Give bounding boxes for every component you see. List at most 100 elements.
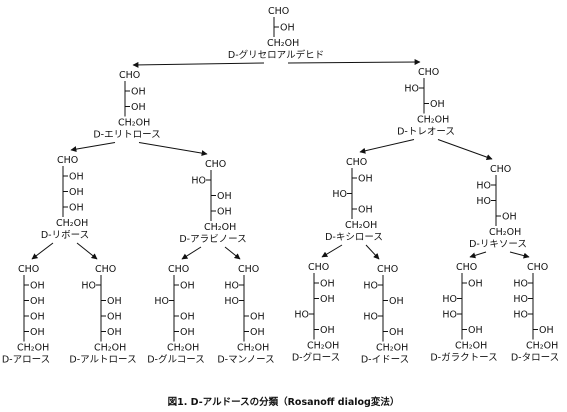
hydroxyl-group: HO bbox=[363, 312, 378, 323]
hydroxyl-group: OH bbox=[358, 205, 373, 216]
sugar-name: D-キシロース bbox=[325, 232, 383, 243]
hydroxyl-group: OH bbox=[280, 23, 295, 34]
hydroxyl-group: OH bbox=[430, 99, 445, 110]
hydroxyl-group: HO bbox=[513, 279, 528, 290]
aldehyde-group: CHO bbox=[57, 155, 78, 166]
aldehyde-group: CHO bbox=[377, 264, 398, 275]
derivation-arrow bbox=[509, 251, 530, 259]
hydroxyl-group: HO bbox=[294, 310, 309, 321]
hydroxyl-group: HO bbox=[332, 189, 347, 200]
aldehyde-group: CHO bbox=[346, 157, 367, 168]
derivation-arrow bbox=[469, 251, 487, 259]
sugar-name: D-ガラクトース bbox=[430, 353, 497, 364]
hydroxymethyl-group: CH₂OH bbox=[94, 343, 126, 354]
hydroxyl-group: OH bbox=[389, 296, 404, 307]
hydroxyl-group: OH bbox=[131, 102, 146, 113]
derivation-arrow bbox=[76, 242, 98, 260]
hydroxyl-group: OH bbox=[320, 325, 335, 336]
sugar-name: D-イドース bbox=[361, 355, 409, 366]
hydroxymethyl-group: CH₂OH bbox=[489, 227, 521, 238]
hydroxyl-group: OH bbox=[217, 207, 232, 218]
hydroxymethyl-group: CH₂OH bbox=[417, 115, 449, 126]
derivation-arrow bbox=[365, 244, 380, 260]
hydroxyl-group: HO bbox=[191, 176, 206, 187]
hydroxyl-group: HO bbox=[513, 310, 528, 321]
hydroxymethyl-group: CH₂OH bbox=[307, 341, 339, 352]
hydroxymethyl-group: CH₂OH bbox=[56, 218, 88, 229]
aldehyde-group: CHO bbox=[268, 6, 289, 17]
hydroxymethyl-group: CH₂OH bbox=[167, 343, 199, 354]
sugar-name: D-グリセロアルデヒド bbox=[228, 49, 324, 61]
hydroxyl-group: OH bbox=[30, 296, 45, 307]
aldehyde-group: CHO bbox=[119, 70, 140, 81]
aldehyde-group: CHO bbox=[168, 264, 189, 275]
derivation-arrow bbox=[287, 59, 421, 66]
hydroxyl-group: OH bbox=[107, 312, 122, 323]
hydroxyl-group: OH bbox=[502, 212, 517, 223]
hydroxyl-group: OH bbox=[107, 296, 122, 307]
hydroxyl-group: OH bbox=[30, 312, 45, 323]
hydroxyl-group: OH bbox=[180, 312, 195, 323]
aldehyde-group: CHO bbox=[18, 264, 39, 275]
derivation-arrow bbox=[181, 246, 202, 260]
sugar-name: D-アルトロース bbox=[69, 355, 136, 366]
hydroxyl-group: OH bbox=[69, 203, 84, 214]
hydroxyl-group: OH bbox=[320, 294, 335, 305]
sugar-name: D-リキソース bbox=[469, 239, 527, 250]
aldehyde-group: CHO bbox=[205, 159, 226, 170]
figure-caption: 図1. D-アルドースの分類（Rosanoff dialog変法） bbox=[167, 397, 400, 408]
derivation-arrow bbox=[359, 139, 415, 154]
hydroxyl-group: OH bbox=[358, 174, 373, 185]
aldehyde-group: CHO bbox=[456, 262, 477, 273]
hydroxymethyl-group: CH₂OH bbox=[204, 222, 236, 233]
derivation-arrow bbox=[132, 61, 265, 68]
hydroxymethyl-group: CH₂OH bbox=[17, 343, 49, 354]
hydroxyl-group: HO bbox=[513, 294, 528, 305]
hydroxyl-group: OH bbox=[180, 281, 195, 292]
hydroxyl-group: OH bbox=[131, 87, 146, 98]
sugar-name: D-グルコース bbox=[147, 354, 205, 366]
hydroxymethyl-group: CH₂OH bbox=[237, 343, 269, 354]
hydroxyl-group: HO bbox=[224, 296, 239, 307]
sugar-name: D-タロース bbox=[511, 353, 559, 364]
arrows-layer bbox=[31, 59, 530, 260]
aldehyde-group: CHO bbox=[490, 164, 511, 175]
derivation-arrow bbox=[70, 142, 116, 153]
hydroxyl-group: OH bbox=[539, 325, 554, 336]
hydroxyl-group: HO bbox=[81, 281, 96, 292]
hydroxyl-group: OH bbox=[250, 327, 265, 338]
sugar-name: D-グロース bbox=[292, 352, 340, 364]
hydroxymethyl-group: CH₂OH bbox=[118, 118, 150, 129]
sugar-name: D-エリトロース bbox=[93, 130, 160, 141]
hydroxyl-group: OH bbox=[107, 327, 122, 338]
hydroxyl-group: OH bbox=[217, 191, 232, 202]
derivation-arrow bbox=[138, 142, 208, 157]
hydroxyl-group: OH bbox=[30, 327, 45, 338]
hydroxyl-group: HO bbox=[442, 294, 457, 305]
hydroxymethyl-group: CH₂OH bbox=[267, 38, 299, 49]
hydroxyl-group: HO bbox=[363, 281, 378, 292]
derivation-arrow bbox=[437, 139, 493, 160]
aldehyde-group: CHO bbox=[308, 262, 329, 273]
hydroxymethyl-group: CH₂OH bbox=[455, 341, 487, 352]
hydroxyl-group: HO bbox=[442, 310, 457, 321]
hydroxyl-group: OH bbox=[30, 281, 45, 292]
derivation-arrow bbox=[31, 242, 54, 260]
sugar-name: D-マンノース bbox=[217, 355, 274, 366]
aldehyde-group: CHO bbox=[238, 264, 259, 275]
hydroxyl-group: OH bbox=[69, 187, 84, 198]
aldehyde-group: CHO bbox=[418, 67, 439, 78]
hydroxyl-group: OH bbox=[389, 327, 404, 338]
hydroxyl-group: OH bbox=[250, 312, 265, 323]
